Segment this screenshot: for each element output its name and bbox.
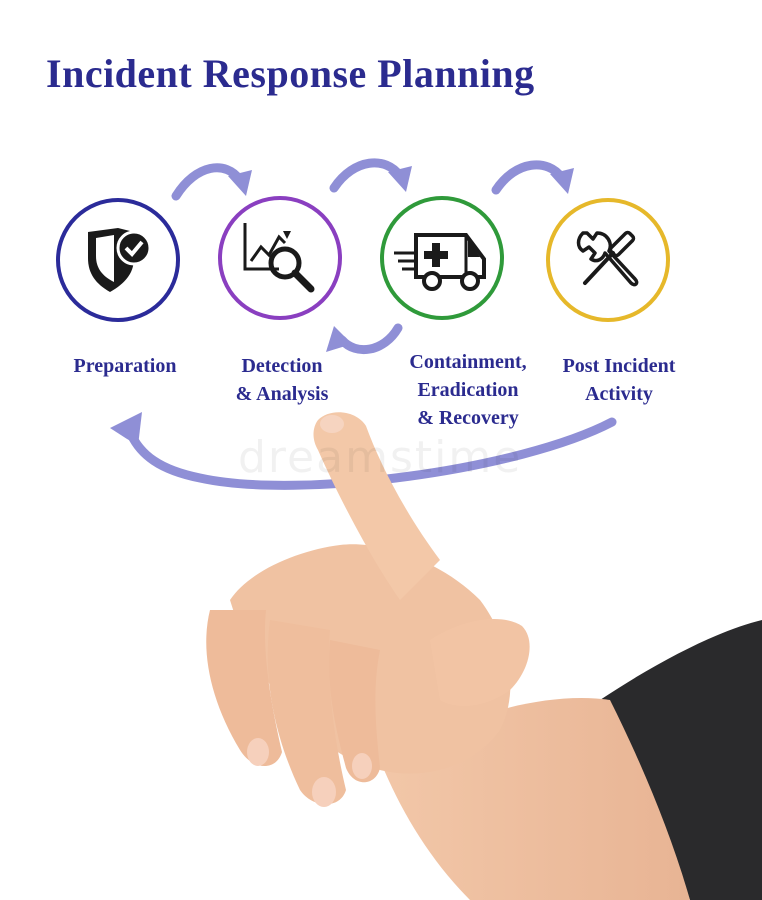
ring-nail: [312, 777, 336, 807]
arrow-back: [337, 323, 403, 354]
ambulance-icon: [394, 233, 486, 291]
page-title: Incident Response Planning: [46, 51, 535, 96]
return-arrow-head: [110, 412, 142, 446]
pointing-hand: [206, 412, 762, 900]
stage-label-containment: Containment, Eradication & Recovery: [409, 351, 527, 429]
arrow-3-head: [550, 168, 574, 194]
arrow-1: [171, 163, 245, 201]
arrow-3: [491, 160, 567, 195]
wrench-screwdriver-icon: [576, 230, 639, 287]
sleeve: [600, 620, 762, 900]
watermark: dreamstime: [238, 432, 523, 483]
ring-finger: [267, 620, 346, 805]
stage-label-preparation: Preparation: [73, 355, 177, 377]
return-arrow: [125, 417, 617, 490]
stage-circle-preparation: [56, 198, 180, 322]
stage-circle-containment: [380, 196, 504, 320]
stage-label-detection: Detection & Analysis: [235, 355, 329, 405]
middle-nail: [247, 738, 269, 766]
little-finger: [329, 640, 380, 783]
little-nail: [352, 753, 372, 779]
stage-circle-post-incident: [546, 198, 670, 322]
arrow-1-head: [228, 170, 252, 196]
stage-label-post-incident: Post Incident Activity: [562, 355, 676, 405]
index-nail: [320, 415, 344, 433]
arrow-2-head: [388, 166, 412, 192]
shield-check-icon: [88, 228, 152, 292]
thumb: [430, 618, 530, 706]
middle-finger: [206, 610, 282, 767]
arrow-2: [329, 158, 405, 193]
index-finger: [313, 412, 440, 600]
chart-magnifier-icon: [243, 223, 315, 293]
stage-circle-detection: [218, 196, 342, 320]
arrow-back-head: [326, 326, 352, 352]
